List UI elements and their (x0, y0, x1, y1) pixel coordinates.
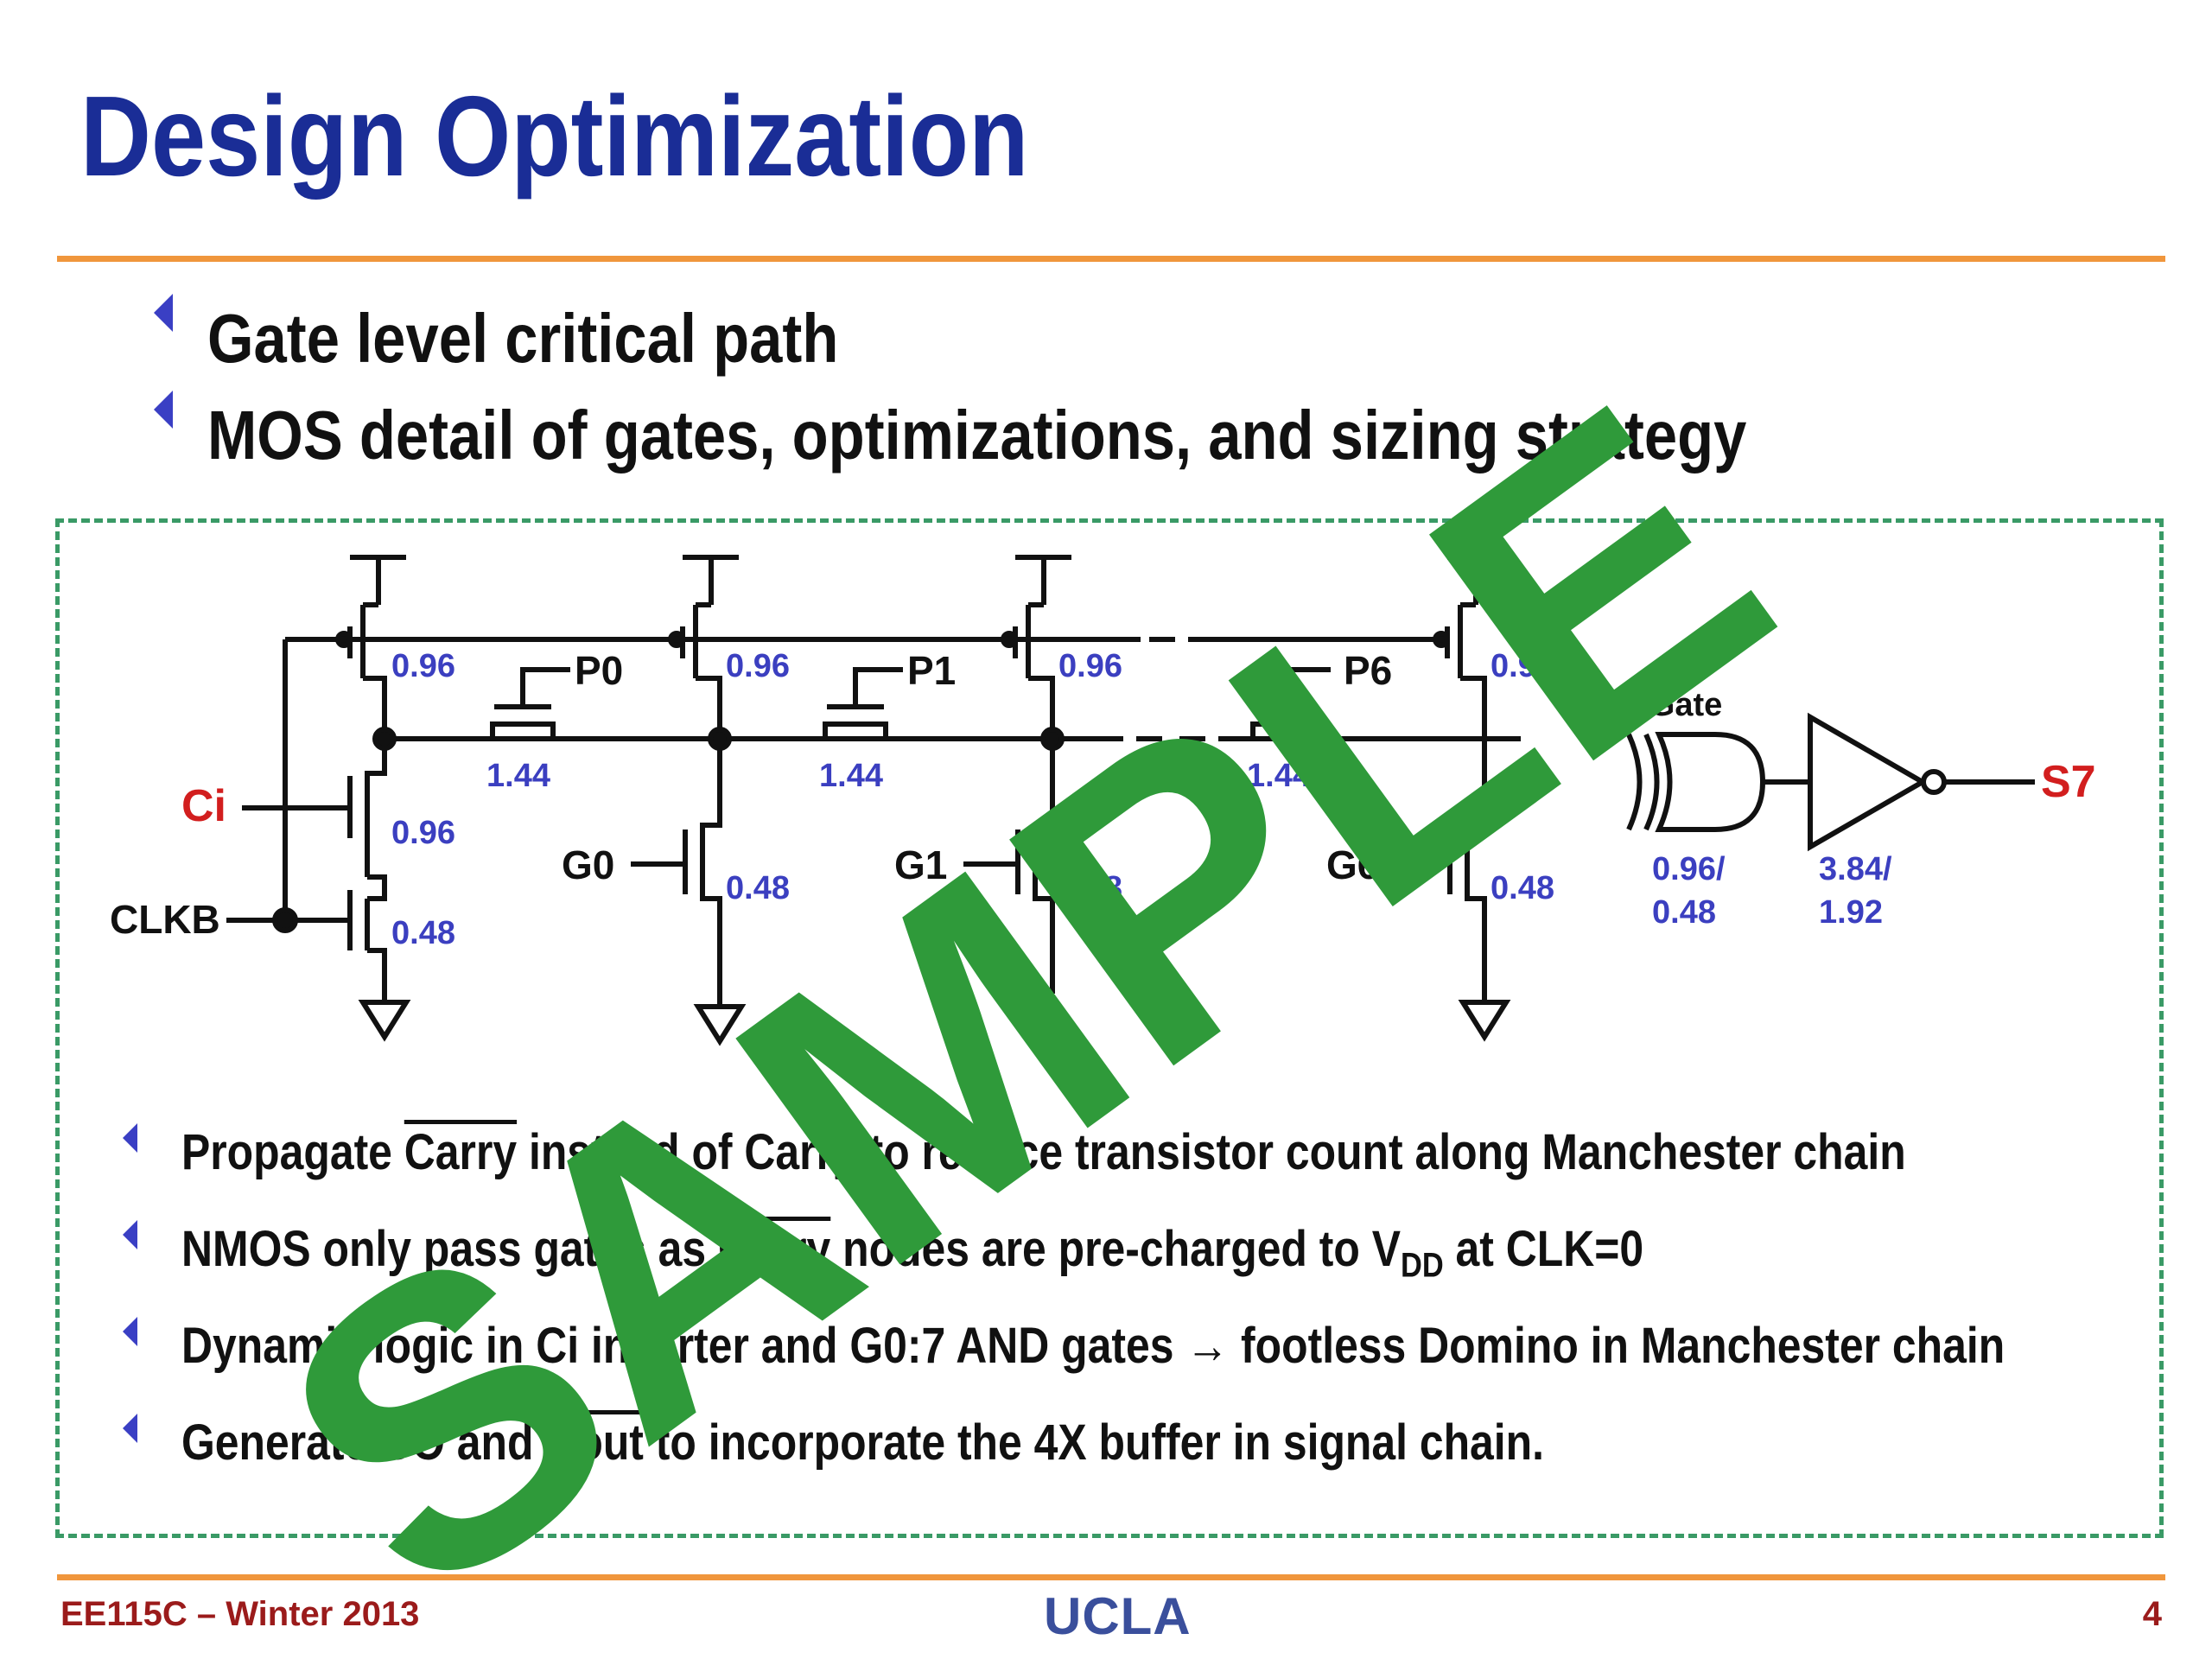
tgate-label: T-Gate (1620, 687, 1722, 723)
bullet-icon (154, 391, 173, 429)
size-label: 3.84/ (1819, 851, 1892, 887)
g6-label: G6 (1326, 842, 1379, 887)
ci-label: Ci (181, 781, 226, 831)
size-label: 0.96 (1058, 648, 1122, 684)
size-label: 0.48 (1058, 870, 1122, 906)
size-label: 0.96/ (1652, 851, 1726, 887)
footer-divider (57, 1574, 2165, 1580)
ucla-logo: UCLA (1044, 1587, 1192, 1645)
bullet-3: Dynamic logic in Ci inverter and G0:7 AN… (181, 1318, 2005, 1374)
title-divider (57, 256, 2165, 262)
diagram-frame (55, 518, 2164, 1538)
bullet-4: Generate CO and Cout to incorporate the … (181, 1414, 1544, 1471)
slide-title: Design Optimization (80, 73, 1029, 200)
size-label: 1.92 (1819, 894, 1883, 931)
size-label: 1.44 (819, 758, 883, 794)
clkb-label: CLKB (110, 897, 220, 942)
size-label: 0.48 (391, 915, 455, 951)
top-bullet-2: MOS detail of gates, optimizations, and … (207, 397, 1747, 474)
p1-label: P1 (907, 648, 956, 693)
course-label: EE115C – Winter 2013 (60, 1595, 420, 1633)
g1-label: G1 (894, 842, 947, 887)
size-label: 0.96 (1491, 648, 1554, 684)
bullet-1: Propagate Carry instead of Carry to redu… (181, 1124, 1906, 1180)
g0-label: G0 (562, 842, 614, 887)
top-bullet-1: Gate level critical path (207, 300, 839, 377)
size-label: 0.96 (391, 648, 455, 684)
bullet-2: NMOS only pass gates as Carry nodes are … (181, 1221, 1644, 1285)
page-number: 4 (2142, 1595, 2162, 1633)
size-label: 0.96 (726, 648, 790, 684)
size-label: 0.96 (391, 815, 455, 851)
p0-label: P0 (575, 648, 623, 693)
s7-label: S7 (2041, 757, 2096, 807)
size-label: 0.48 (1652, 894, 1716, 931)
bullet-icon (123, 1220, 137, 1249)
bullet-icon (123, 1123, 137, 1153)
bullet-icon (123, 1317, 137, 1346)
bullet-icon (154, 294, 173, 332)
p6-label: P6 (1344, 648, 1392, 693)
bullet-icon (123, 1414, 137, 1443)
size-label: 0.48 (1491, 870, 1554, 906)
size-label: 1.44 (1247, 758, 1311, 794)
size-label: 1.44 (486, 758, 550, 794)
size-label: 0.48 (726, 870, 790, 906)
